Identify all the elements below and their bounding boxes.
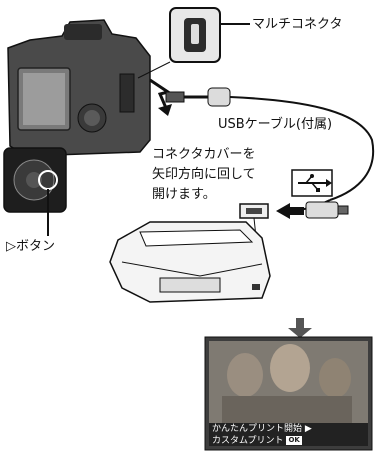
cover-instruction-line3: 開けます。 <box>152 187 216 202</box>
cover-instruction-line1: コネクタカバーを <box>152 147 256 162</box>
usb-symbol-icon <box>291 169 333 197</box>
usb-plug-camera <box>165 87 375 211</box>
print-screen <box>204 336 373 451</box>
easy-print-option: かんたんプリント開始 ▶ <box>212 424 312 434</box>
connector-inset <box>137 7 250 79</box>
triangle-right-icon: ▷ <box>6 239 16 254</box>
usb-cable-label: USBケーブル(付属) <box>218 117 333 132</box>
play-arrow-icon: ▶ <box>302 424 312 434</box>
ok-badge: OK <box>286 436 302 445</box>
multi-connector-label: マルチコネクタ <box>252 17 343 32</box>
button-detail-inset <box>3 147 67 236</box>
printer-icon <box>109 221 271 303</box>
usb-plug-printer <box>305 201 349 219</box>
arrow-down-icon <box>288 318 312 338</box>
camera-icon <box>7 19 151 157</box>
cover-instruction-line2: 矢印方向に回して <box>152 167 256 182</box>
arrow-left-icon <box>276 203 304 219</box>
button-label: ▷ボタン <box>6 239 56 254</box>
cover-arrow-icon <box>149 78 172 116</box>
